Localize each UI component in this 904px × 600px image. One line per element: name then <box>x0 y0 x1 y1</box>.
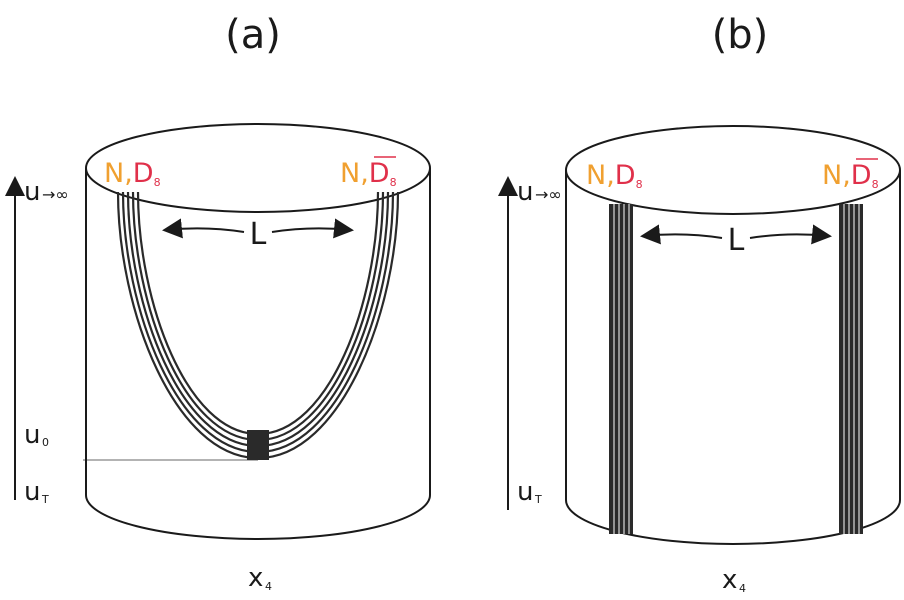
panel-a-uT-sub: T <box>41 493 49 506</box>
panel-b-label: (b) <box>712 12 769 58</box>
panel-a-length-label: L <box>250 217 267 252</box>
panel-b-right-sep: , <box>842 160 851 191</box>
panel-b-uT-sub: T <box>534 493 542 506</box>
panel-b-left-N: N <box>586 160 606 191</box>
panel-a-uT-label: u T <box>24 477 49 507</box>
panel-a-left-D: D <box>133 158 154 189</box>
panel-b-left-sub: 8 <box>636 178 643 191</box>
panel-a-left-brane-label: N,D8 <box>104 158 161 189</box>
panel-b-x-letter: x <box>722 565 737 595</box>
panel-b-left-sep: , <box>606 160 615 191</box>
panel-b: (b) u →∞ u T <box>498 12 901 595</box>
panel-b-length-arrow: L <box>640 223 832 258</box>
panel-a-brane-tip <box>247 430 269 460</box>
panel-b-uT-label: u T <box>517 477 542 507</box>
panel-a-length-arrow: L <box>162 217 354 252</box>
panel-a-right-sep: , <box>360 158 369 189</box>
panel-b-uT-letter: u <box>517 477 533 507</box>
panel-b-right-sub: 8 <box>872 178 879 191</box>
panel-a: (a) u →∞ u 0 u T <box>4 12 431 593</box>
panel-b-right-brane-label: N,D8 <box>822 160 879 191</box>
panel-a-right-N: N <box>340 158 360 189</box>
panel-a-x-letter: x <box>248 563 263 593</box>
panel-b-length-label: L <box>728 223 745 258</box>
panel-b-right-brane-stack <box>839 204 863 534</box>
panel-b-u-top-label: u →∞ <box>517 177 562 207</box>
panel-b-left-brane-stack <box>609 204 633 534</box>
panel-a-u0-label: u 0 <box>24 420 49 450</box>
panel-b-cylinder <box>565 125 901 545</box>
panel-b-right-N: N <box>822 160 842 191</box>
panel-a-x4-label: x 4 <box>248 563 272 593</box>
panel-b-x4-label: x 4 <box>722 565 746 595</box>
panel-a-u-top-label: u →∞ <box>24 177 69 207</box>
panel-a-left-sub: 8 <box>154 176 161 189</box>
panel-b-u-top-letter: u <box>517 177 533 207</box>
panel-a-u0-letter: u <box>24 420 40 450</box>
panel-a-right-D: D <box>369 158 390 189</box>
panel-a-left-sep: , <box>124 158 133 189</box>
panel-a-cylinder <box>85 123 431 540</box>
panel-a-uT-letter: u <box>24 477 40 507</box>
panel-a-u-top-suffix: →∞ <box>42 185 69 204</box>
panel-b-right-D: D <box>851 160 872 191</box>
panel-b-left-brane-label: N,D8 <box>586 160 643 191</box>
panel-b-left-D: D <box>615 160 636 191</box>
panel-a-u0-sub: 0 <box>42 436 49 449</box>
panel-a-right-brane-label: N,D8 <box>340 158 397 189</box>
panel-a-x-sub: 4 <box>265 580 272 593</box>
panel-a-right-sub: 8 <box>390 176 397 189</box>
panel-a-u-top-letter: u <box>24 177 40 207</box>
panel-b-x-sub: 4 <box>739 582 746 595</box>
panel-a-left-N: N <box>104 158 124 189</box>
panel-b-u-top-suffix: →∞ <box>535 185 562 204</box>
panel-a-label: (a) <box>225 12 281 58</box>
